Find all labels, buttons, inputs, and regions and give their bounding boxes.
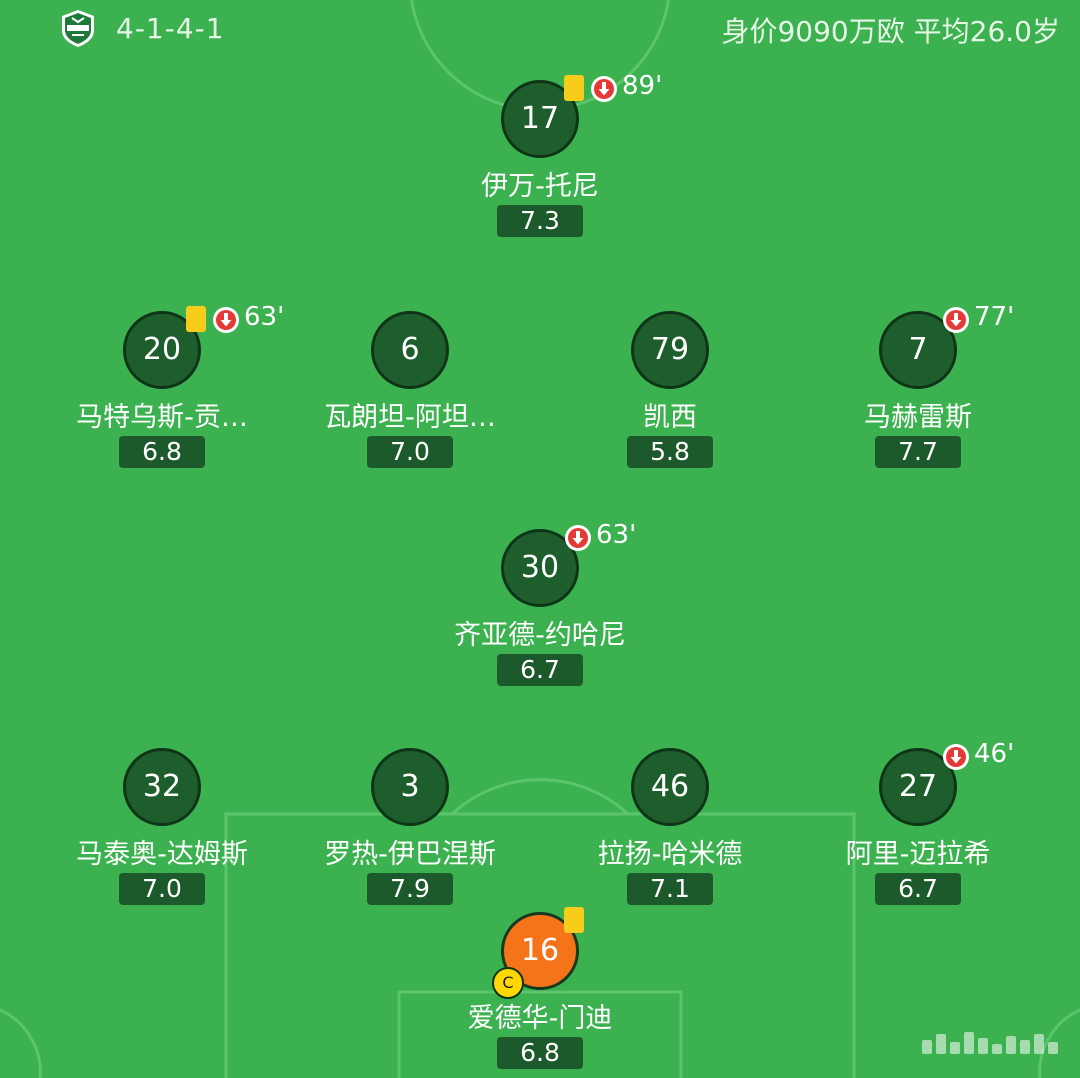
player-number: 3 — [400, 769, 420, 804]
player-number: 30 — [520, 550, 560, 585]
player-rating: 5.8 — [627, 436, 713, 468]
player-number: 79 — [650, 332, 690, 367]
player-number: 46 — [650, 769, 690, 804]
formation-label: 4-1-4-1 — [116, 11, 225, 45]
player-rating: 6.8 — [497, 1037, 583, 1069]
captain-badge-icon: C — [492, 967, 524, 999]
substitution-minute: 63' — [244, 302, 285, 332]
arrow-down-circle-icon — [943, 744, 969, 770]
substitution-minute: 46' — [974, 739, 1015, 769]
arrow-down-circle-icon — [591, 76, 617, 102]
player-number-badge: 30 63' — [501, 520, 636, 607]
player-number-badge: 20 63' — [123, 302, 284, 389]
player-number: 32 — [142, 769, 182, 804]
player-name: 伊万-托尼 — [481, 171, 599, 202]
player-number-badge: 32 — [123, 748, 201, 826]
player-number: 7 — [908, 332, 928, 367]
player-number: 20 — [142, 332, 182, 367]
squad-value-info: 身价9090万欧 平均26.0岁 — [721, 15, 1060, 48]
player-number-badge: 7 77' — [879, 302, 1014, 389]
player-number: 27 — [898, 769, 938, 804]
player-number-badge: 17 89' — [501, 71, 662, 158]
player-name: 凯西 — [643, 402, 697, 433]
player-name: 瓦朗坦-阿坦… — [324, 402, 496, 433]
player-rating: 7.9 — [367, 873, 453, 905]
yellow-card-icon — [564, 907, 584, 933]
arrow-down-circle-icon — [565, 525, 591, 551]
player-rating: 7.1 — [627, 873, 713, 905]
player-rating: 7.0 — [367, 436, 453, 468]
arrow-down-circle-icon — [943, 307, 969, 333]
player-number-badge: 3 — [371, 748, 449, 826]
watermark — [922, 1032, 1058, 1054]
substitution-minute: 63' — [596, 520, 637, 550]
player-number: 6 — [400, 332, 420, 367]
lineup-header: 4-1-4-1 — [58, 8, 225, 48]
player-number-badge: 27 46' — [879, 739, 1014, 826]
yellow-card-icon — [564, 75, 584, 101]
player-name: 马泰奥-达姆斯 — [76, 839, 248, 870]
player-name: 马赫雷斯 — [864, 402, 972, 433]
substitution-minute: 89' — [622, 71, 663, 101]
player-rating: 7.0 — [119, 873, 205, 905]
yellow-card-icon — [186, 306, 206, 332]
player-number: 16 — [520, 933, 560, 968]
player-6[interactable]: 6 瓦朗坦-阿坦…7.0 — [280, 311, 540, 468]
player-name: 爱德华-门迪 — [467, 1003, 613, 1034]
player-name: 马特乌斯-贡… — [76, 402, 248, 433]
player-rating: 7.3 — [497, 205, 583, 237]
player-number-badge: 6 — [371, 311, 449, 389]
player-name: 罗热-伊巴涅斯 — [324, 839, 496, 870]
substitution-minute: 77' — [974, 302, 1015, 332]
player-name: 阿里-迈拉希 — [845, 839, 991, 870]
player-rating: 6.7 — [497, 654, 583, 686]
player-rating: 7.7 — [875, 436, 961, 468]
player-rating: 6.8 — [119, 436, 205, 468]
player-rating: 6.7 — [875, 873, 961, 905]
player-number: 17 — [520, 101, 560, 136]
player-name: 拉扬-哈米德 — [597, 839, 743, 870]
player-number-badge: 46 — [631, 748, 709, 826]
player-20[interactable]: 20 63' 马特乌斯-贡…6.8 — [32, 302, 292, 468]
player-number-badge: 79 — [631, 311, 709, 389]
club-crest-icon — [62, 10, 94, 47]
arrow-down-circle-icon — [213, 307, 239, 333]
player-name: 齐亚德-约哈尼 — [454, 620, 626, 651]
